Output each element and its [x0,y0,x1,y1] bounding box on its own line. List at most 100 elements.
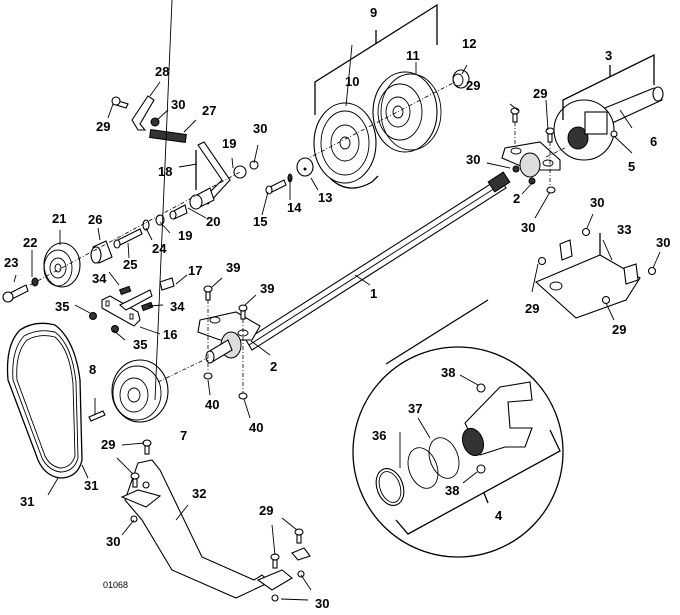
bolt-25 [113,228,143,249]
callout-14: 14 [287,200,302,215]
callout-39: 39 [260,281,274,296]
washer-22 [31,277,39,287]
nut-30-shield-a [581,227,591,237]
bolt-29-spring [111,96,129,109]
spacer-26 [90,240,113,264]
callout-23: 23 [4,255,18,270]
callout-30: 30 [315,596,329,611]
bearing-block-lower [197,311,261,364]
leader-lines [13,0,661,601]
callout-2: 2 [513,191,520,206]
nut-30-shield-b [647,266,657,276]
callout-30: 30 [656,235,670,250]
bracket-3 [562,53,655,120]
bolt-29-bracket-c [270,553,280,569]
seal-36 [375,468,405,506]
callout-5: 5 [628,159,635,174]
nut-30-bracket-d [297,570,305,578]
callout-27: 27 [202,103,216,118]
callout-29: 29 [96,119,110,134]
belt-31 [6,322,83,479]
spring-bracket-28 [131,95,155,131]
callout-29: 29 [525,301,539,316]
ball-38a [476,383,486,393]
callout-20: 20 [206,214,220,229]
callout-30: 30 [466,152,480,167]
callout-12: 12 [462,36,476,51]
callout-38: 38 [441,365,455,380]
bolt-29-bracket-b [130,472,140,488]
callout-19: 19 [178,228,192,243]
bracket-9 [314,3,438,115]
universal-joint-5 [553,99,618,161]
key-8 [88,410,106,422]
callout-6: 6 [650,134,657,149]
bolt-23 [2,284,29,303]
washer-24 [142,219,150,231]
bearing-block-upper [501,141,561,185]
callout-8: 8 [89,362,96,377]
callout-31: 31 [84,478,98,493]
callout-25: 25 [123,257,137,272]
pad-17 [159,277,175,291]
bolt-29-bracket-d [294,528,304,544]
bolt-29-upper-b [545,127,555,143]
callout-1: 1 [370,286,377,301]
idler-pulley-21 [43,242,81,288]
callout-4: 4 [495,508,503,523]
callout-29: 29 [533,86,547,101]
spring-27 [149,128,187,144]
callout-19: 19 [222,136,236,151]
callout-29: 29 [612,322,626,337]
yoke [461,381,533,457]
callout-7: 7 [180,428,187,443]
callout-34: 34 [92,271,107,286]
nut-30-upper [546,186,556,194]
bolt-39a [203,285,213,301]
callout-40: 40 [205,397,219,412]
callout-2: 2 [270,359,277,374]
callout-29: 29 [466,78,480,93]
callout-30: 30 [171,97,185,112]
callout-35: 35 [55,299,69,314]
bushing-12 [452,69,470,89]
callout-11: 11 [406,48,420,63]
callout-28: 28 [155,64,169,79]
nut-40b [238,392,248,400]
callout-13: 13 [318,190,332,205]
callout-31: 31 [20,494,34,509]
callout-38: 38 [445,483,459,498]
callout-36: 36 [372,428,386,443]
nut-30-bracket-c [271,594,279,602]
ball-38b [476,464,486,474]
callout-35: 35 [133,337,147,352]
callout-9: 9 [370,5,377,20]
snap-ring-37 [407,437,460,489]
bushing-19a [233,165,247,179]
callout-34: 34 [170,299,185,314]
bracket-16 [101,289,153,327]
callout-21: 21 [52,211,66,226]
shield-33 [534,233,641,319]
washer-13 [296,157,314,177]
callout-39: 39 [226,260,240,275]
callout-33: 33 [617,222,631,237]
screw-34b [140,301,154,312]
callout-17: 17 [188,263,202,278]
callout-22: 22 [23,235,37,250]
nut-40a [203,372,213,380]
nut-35a [89,312,97,320]
callout-3: 3 [605,48,612,63]
callout-29: 29 [101,437,115,452]
pulley-7 [111,359,169,423]
callout-30: 30 [590,195,604,210]
bolt-15 [265,179,287,195]
callout-26: 26 [88,212,102,227]
screw-34a [118,285,132,296]
callout-30: 30 [106,534,120,549]
callout-24: 24 [152,241,167,256]
callout-29: 29 [259,503,273,518]
callout-18: 18 [158,164,172,179]
callout-labels: 1 2 2 3 4 5 6 7 8 9 10 11 12 13 14 15 16… [4,5,670,611]
